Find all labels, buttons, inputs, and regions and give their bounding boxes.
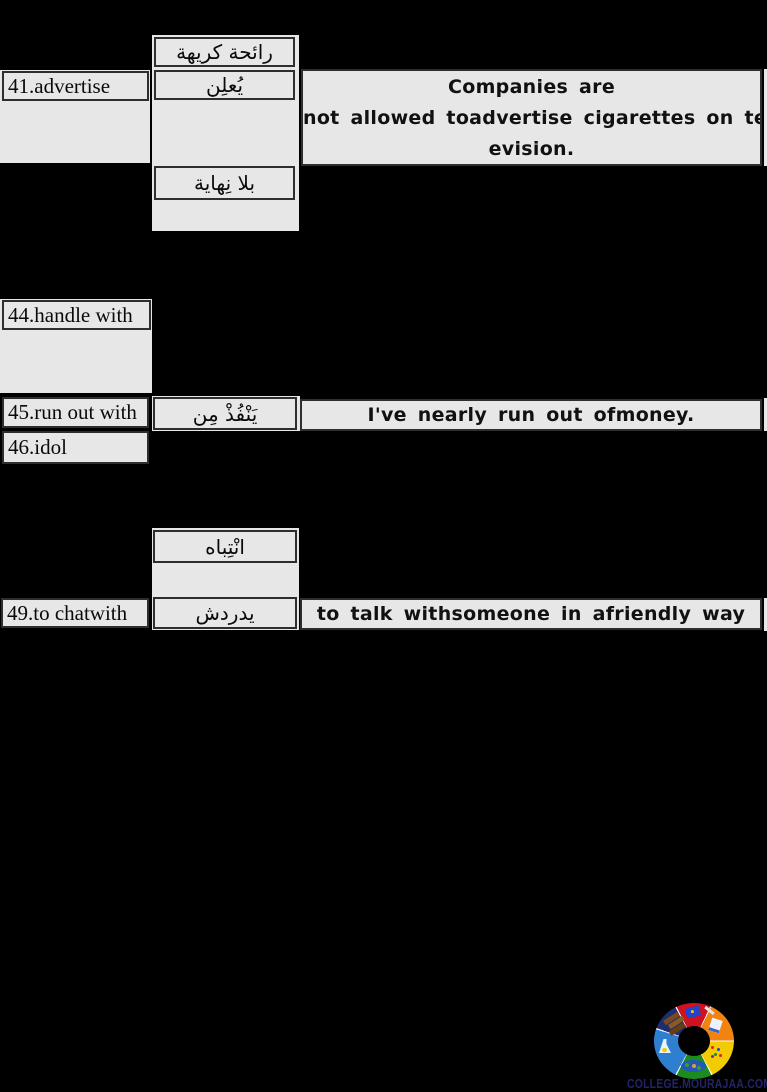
example-line-1: Companies are	[447, 76, 616, 98]
cell-word-run-out-with: 45.run out with	[2, 397, 149, 428]
cell-word-chat-with: 49.to chatwith	[1, 598, 149, 628]
page-edge-strip-row41	[764, 69, 767, 166]
cell-arabic-advertise: يُعلِن	[154, 70, 295, 100]
site-logo	[654, 1003, 734, 1079]
site-url-text: COLLEGE.MOURAJAA.COM	[627, 1076, 767, 1091]
cell-word-advertise: 41.advertise	[2, 71, 149, 101]
cell-arabic-attention: انْتِباه	[153, 530, 297, 563]
cell-arabic-endless: بلا نِهاية	[154, 166, 295, 200]
page-edge-strip-row45	[764, 398, 767, 431]
example-line-3: evision.	[488, 138, 575, 160]
cell-arabic-bad-smell: رائحة كريهة	[154, 37, 295, 67]
cell-arabic-run-out: يَنْفُذْ مِن	[153, 397, 297, 430]
cell-example-advertise: Companies are not allowed toadvertise ci…	[301, 69, 762, 166]
cell-arabic-chat: يدردش	[153, 597, 297, 629]
page-edge-strip-row49	[764, 598, 767, 631]
cell-word-handle-with: 44.handle with	[2, 300, 151, 330]
world-map-icon	[681, 1060, 706, 1072]
example-line-2: not allowed toadvertise cigarettes on te…	[303, 107, 762, 129]
cell-example-chat: to talk withsomeone in afriendly way	[300, 598, 762, 630]
confetti-icon	[709, 1044, 723, 1058]
logo-center-hole	[678, 1026, 710, 1056]
cell-example-run-out: I've nearly run out ofmoney.	[300, 399, 762, 431]
cell-word-idol: 46.idol	[2, 431, 149, 464]
